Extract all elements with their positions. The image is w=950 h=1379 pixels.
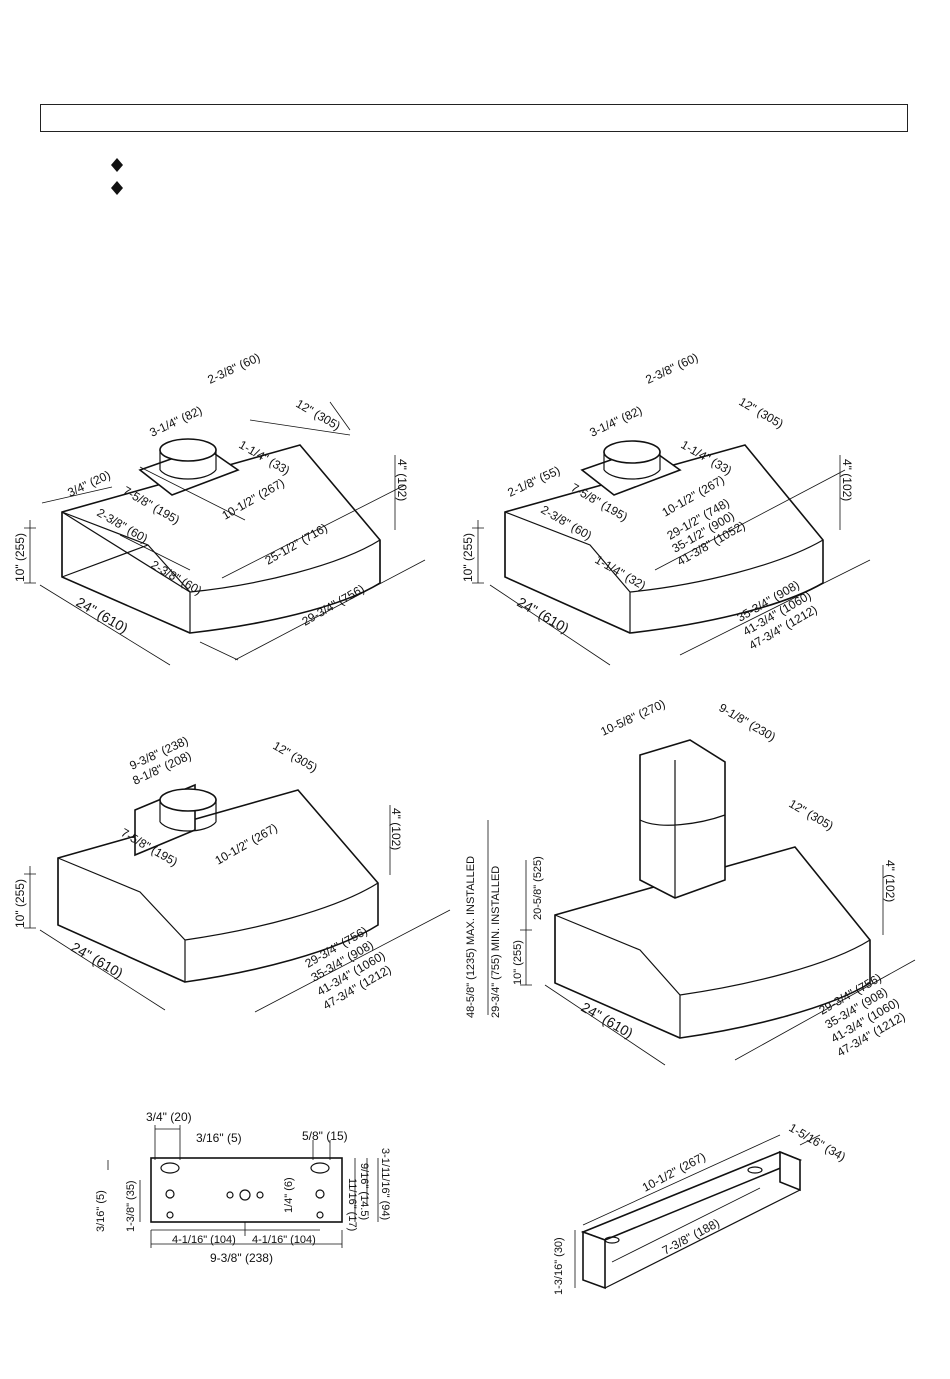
dim-2-10: 10" (255) — [461, 533, 475, 582]
dim-1-10: 10" (255) — [13, 533, 27, 582]
dim-4-min-installed: 29-3/4" (755) MIN. INSTALLED — [490, 866, 502, 1018]
dim-4-12: 12" (305) — [787, 796, 836, 833]
dim-2-12: 12" (305) — [737, 394, 786, 431]
dim-5-9-16: 9/16" (14.5) — [358, 1163, 370, 1220]
hood-1-duct-collar-top — [159, 438, 217, 462]
hood-diagram-2: 2-3/8" (60) 3-1/4" (82) 12" (305) 1-1/4"… — [461, 350, 871, 666]
dim-4-10-5-8: 10-5/8" (270) — [598, 697, 667, 739]
dim-5-9-3-8: 9-3/8" (238) — [210, 1251, 273, 1265]
dim-3-10: 10" (255) — [13, 879, 27, 928]
dim-4-10: 10" (255) — [512, 940, 524, 985]
hood-3-duct-collar-top — [159, 788, 217, 812]
bracket-plan-diagram: 3/4" (20) 3/16" (5) 5/8" (15) 9/16" (14.… — [95, 1110, 391, 1265]
dim-3-12: 12" (305) — [271, 738, 320, 775]
dim-4-20-5-8: 20-5/8" (525) — [532, 856, 544, 920]
angle-bracket-diagram: 1-3/16" (30) 10-1/2" (267) 7-3/8" (188) … — [553, 1120, 848, 1295]
section-header-box — [40, 104, 908, 132]
dim-5-5-8: 5/8" (15) — [302, 1129, 348, 1143]
dim-1-4: 4" (102) — [395, 459, 409, 501]
hood-1-front-edge — [61, 511, 191, 593]
dim-5-3-11-16: 3-1/11/16" (94) — [379, 1148, 391, 1220]
dim-2-2-3-8: 2-3/8" (60) — [643, 350, 700, 386]
dim-5-1-3-8: 1-3/8" (35) — [125, 1180, 137, 1232]
hood-1-body — [61, 444, 381, 634]
hood-2-body — [504, 444, 824, 634]
dim-5-1-4: 1/4" (6) — [283, 1177, 295, 1213]
dim-4-max-installed: 48-5/8" (1235) MAX. INSTALLED — [465, 856, 477, 1018]
angle-bracket-end-face — [582, 1230, 606, 1290]
dim-2-4: 4" (102) — [840, 459, 854, 501]
hood-diagram-4: 10-5/8" (270) 9-1/8" (230) 12" (305) 4" … — [465, 697, 916, 1066]
diamond-bullet-icon — [111, 181, 123, 195]
dim-5-4-1-16b: 4-1/16" (104) — [252, 1234, 316, 1246]
dim-5-4-1-16a: 4-1/16" (104) — [172, 1234, 236, 1246]
hood-4-body — [554, 846, 871, 1039]
dim-3-4: 4" (102) — [389, 808, 403, 850]
dim-1-3-1-4: 3-1/4" (82) — [147, 403, 204, 439]
dim-1-2-3-8: 2-3/8" (60) — [205, 350, 262, 386]
dim-2-3-1-4: 3-1/4" (82) — [587, 403, 644, 439]
dim-5-3-16b: 3/16" (5) — [95, 1190, 107, 1232]
dim-6-7-3-8: 7-3/8" (188) — [660, 1216, 722, 1258]
dim-1-3-4: 3/4" (20) — [65, 468, 112, 500]
hood-diagram-3: 9-3/8" (238) 8-1/8" (208) 12" (305) 7-5/… — [13, 733, 451, 1013]
dim-5-3-16: 3/16" (5) — [196, 1131, 242, 1145]
hood-4-chimney — [639, 739, 726, 899]
dim-5-11-16: 11/16" (17) — [346, 1178, 358, 1231]
dim-2-2-1-8: 2-1/8" (55) — [505, 463, 562, 499]
hood-diagram-1: 2-3/8" (60) 3-1/4" (82) 12" (305) 1-1/4"… — [13, 350, 426, 666]
dim-5-3-4: 3/4" (20) — [146, 1110, 192, 1124]
dim-6-1-3-16: 1-3/16" (30) — [553, 1237, 565, 1295]
dim-4-9-1-8: 9-1/8" (230) — [717, 700, 779, 744]
diamond-bullet-icon — [111, 158, 123, 172]
hood-1-edges — [61, 511, 381, 633]
hood-2-duct-collar-top — [603, 440, 661, 464]
dim-4-4: 4" (102) — [883, 860, 897, 902]
